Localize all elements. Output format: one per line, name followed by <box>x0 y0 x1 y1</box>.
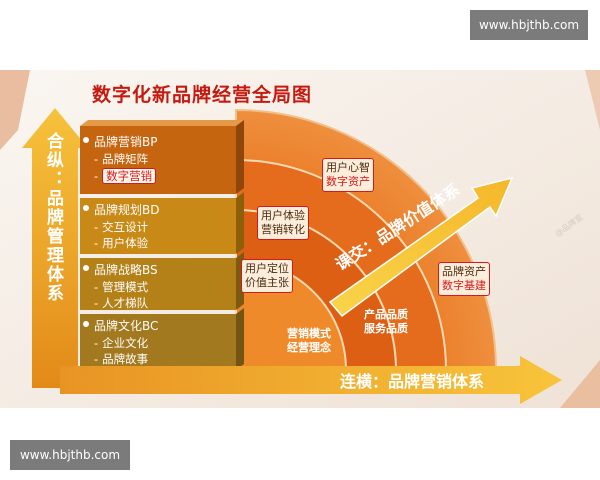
vertical-axis-label: 合纵：品牌管理体系 <box>43 132 63 303</box>
label-user-positioning: 用户定位 价值主张 <box>241 259 293 293</box>
label-user-mind: 用户心智 数字资产 <box>322 158 374 192</box>
label-product-quality: 产品品质 服务品质 <box>364 308 408 335</box>
label-user-experience: 用户体验 营销转化 <box>257 206 309 240</box>
left-blocks <box>80 120 244 370</box>
site-watermark-top: www.hbjthb.com <box>470 10 588 40</box>
block-item: -管理模式 <box>94 280 149 294</box>
vertical-arrow <box>22 108 88 388</box>
block-heading: 品牌战略BS <box>83 261 236 278</box>
diagonal-arrow <box>328 176 514 318</box>
diagram-graphics <box>0 70 600 408</box>
block-item: -企业文化 <box>94 336 149 350</box>
horizontal-axis-label: 连横：品牌营销体系 <box>340 372 485 391</box>
horizontal-arrow <box>60 356 562 404</box>
site-watermark-bottom: www.hbjthb.com <box>10 440 130 470</box>
diagram-title: 数字化新品牌经营全局图 <box>92 84 313 106</box>
fan-outer-edge <box>235 108 497 371</box>
decorative-edge-right <box>585 70 600 130</box>
block-brand-marketing: 品牌营销BP -品牌矩阵 -数字营销 <box>80 133 236 184</box>
block-item: -用户体验 <box>94 236 149 250</box>
decorative-corner-right <box>560 360 600 408</box>
block-heading: 品牌营销BP <box>83 133 236 150</box>
diagram-slide: 数字化新品牌经营全局图 合纵：品牌管理体系 品牌营销BP -品牌矩阵 -数字营销… <box>0 70 600 408</box>
decorative-corner-left <box>0 70 30 150</box>
block-3-bg <box>80 258 236 310</box>
block-heading: 品牌文化BC <box>83 317 236 334</box>
label-brand-asset: 品牌资产 数字基建 <box>438 262 490 296</box>
block-item: -交互设计 <box>94 220 149 234</box>
block-brand-strategy: 品牌战略BS -管理模式 -人才梯队 <box>80 261 236 311</box>
block-item-highlight: -数字营销 <box>94 168 236 184</box>
block-heading: 品牌规划BD <box>83 201 236 218</box>
block-brand-culture: 品牌文化BC -企业文化 -品牌故事 <box>80 317 236 367</box>
block-item: -品牌矩阵 <box>94 152 149 166</box>
block-item: -品牌故事 <box>94 352 149 366</box>
label-marketing-model: 营销模式 经营理念 <box>287 327 331 354</box>
block-2-bg <box>80 198 236 254</box>
block-brand-planning: 品牌规划BD -交互设计 -用户体验 <box>80 201 236 251</box>
block-4-bg <box>80 314 236 370</box>
block-item: -人才梯队 <box>94 296 149 310</box>
